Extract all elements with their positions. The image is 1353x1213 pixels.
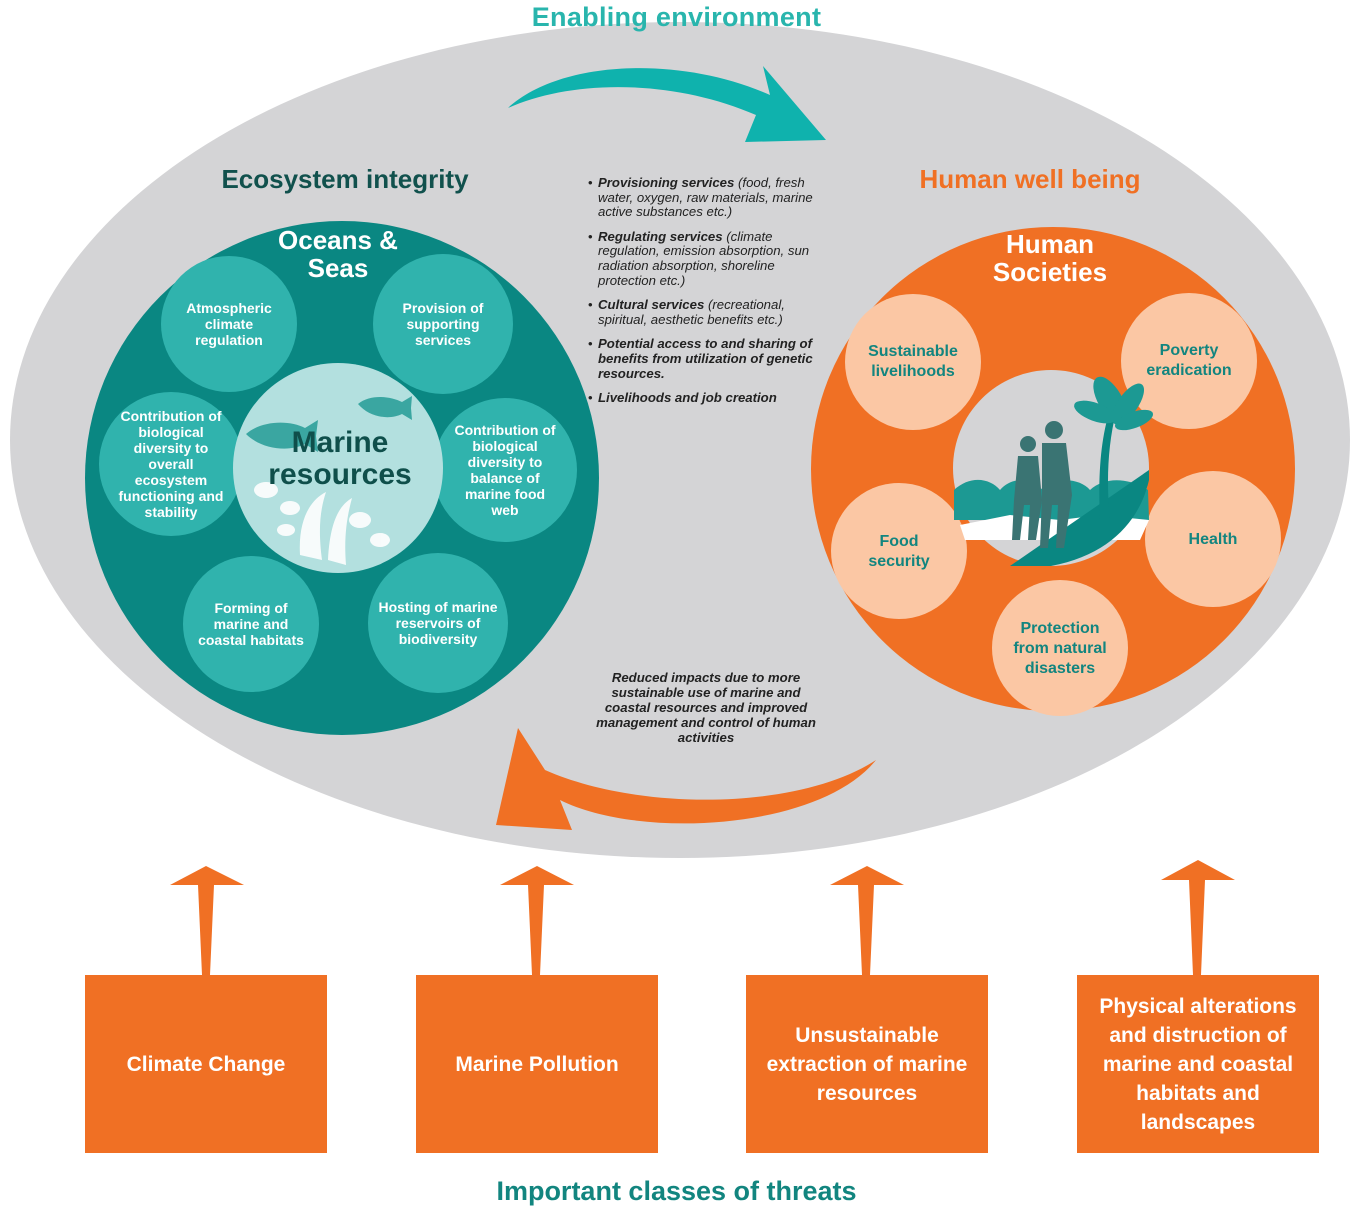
- eco-item-ecosystem-functioning: Contribution of biological diversity to …: [118, 408, 224, 520]
- service-item: Potential access to and sharing of benef…: [588, 337, 818, 381]
- service-item: Provisioning services (food, fresh water…: [588, 175, 818, 220]
- human-item-disaster-protection: Protection from natural disasters: [1013, 620, 1107, 677]
- peach-subcircle: [1145, 471, 1281, 607]
- orange-feedback-arrow: [496, 728, 876, 830]
- service-item: Livelihoods and job creation: [588, 390, 818, 406]
- human-well-being-title: Human well being: [919, 164, 1141, 194]
- threat-arrows: [170, 860, 1235, 975]
- eco-item-food-web: Contribution of biological diversity to …: [454, 422, 556, 518]
- teal-subcircle: [161, 256, 297, 392]
- human-item-poverty: Poverty eradication: [1146, 342, 1232, 379]
- peach-subcircle: [1121, 293, 1257, 429]
- feedback-text: Reduced impacts due to more sustainable …: [596, 670, 816, 745]
- threat-marine-pollution: Marine Pollution: [416, 975, 658, 1153]
- teal-subcircle: [368, 553, 508, 693]
- oceans-seas-title: Oceans & Seas: [278, 225, 398, 283]
- teal-subcircle: [373, 254, 513, 394]
- services-list: Provisioning services (food, fresh water…: [588, 175, 818, 416]
- eco-item-habitats: Forming of marine and coastal habitats: [198, 600, 304, 648]
- threat-climate-change: Climate Change: [85, 975, 327, 1153]
- eco-item-supporting-services: Provision of supporting services: [402, 300, 484, 348]
- enabling-environment-title: Enabling environment: [531, 2, 822, 32]
- coral-icon: [254, 482, 390, 565]
- service-item: Cultural services (recreational, spiritu…: [588, 297, 818, 327]
- eco-item-biodiversity-reservoirs: Hosting of marine reservoirs of biodiver…: [378, 599, 498, 647]
- human-societies-title: Human Societies: [992, 229, 1108, 287]
- service-item: Regulating services (climate regulation,…: [588, 229, 818, 288]
- teal-subcircle: [183, 556, 319, 692]
- human-item-livelihoods: Sustainable livelihoods: [868, 343, 958, 380]
- teal-arrow: [508, 66, 826, 142]
- threat-unsustainable-extraction: Unsustainable extraction of marine resou…: [746, 975, 988, 1153]
- threats-title: Important classes of threats: [496, 1176, 857, 1206]
- teal-subcircle: [99, 392, 243, 536]
- peach-subcircle: [831, 483, 967, 619]
- ecosystem-integrity-title: Ecosystem integrity: [221, 164, 469, 194]
- fish-icon: [246, 396, 412, 452]
- eco-item-atmospheric: Atmospheric climate regulation: [186, 300, 272, 348]
- human-item-food-security: Food security: [868, 533, 930, 570]
- people-illustration: [953, 370, 1153, 566]
- threat-physical-alterations: Physical alterations and distruction of …: [1077, 975, 1319, 1153]
- marine-resources-label: Marine resources: [268, 426, 412, 491]
- peach-subcircle: [992, 580, 1128, 716]
- peach-subcircle: [845, 294, 981, 430]
- teal-subcircle: [433, 398, 577, 542]
- human-item-health: Health: [1188, 531, 1238, 548]
